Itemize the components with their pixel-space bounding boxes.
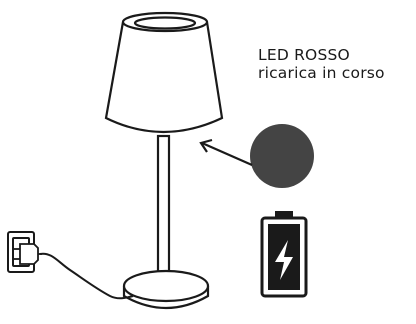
led-indicator-icon (250, 124, 314, 188)
lamp-shade (106, 13, 222, 132)
led-status-caption: LED ROSSO ricarica in corso (258, 46, 385, 82)
lamp-pole (158, 136, 169, 290)
caption-line-2: ricarica in corso (258, 64, 385, 82)
caption-line-1: LED ROSSO (258, 46, 385, 64)
lamp-base (124, 271, 208, 308)
indicator-arrow (201, 140, 252, 165)
power-cable (40, 254, 133, 299)
battery-charging-icon (262, 211, 306, 296)
